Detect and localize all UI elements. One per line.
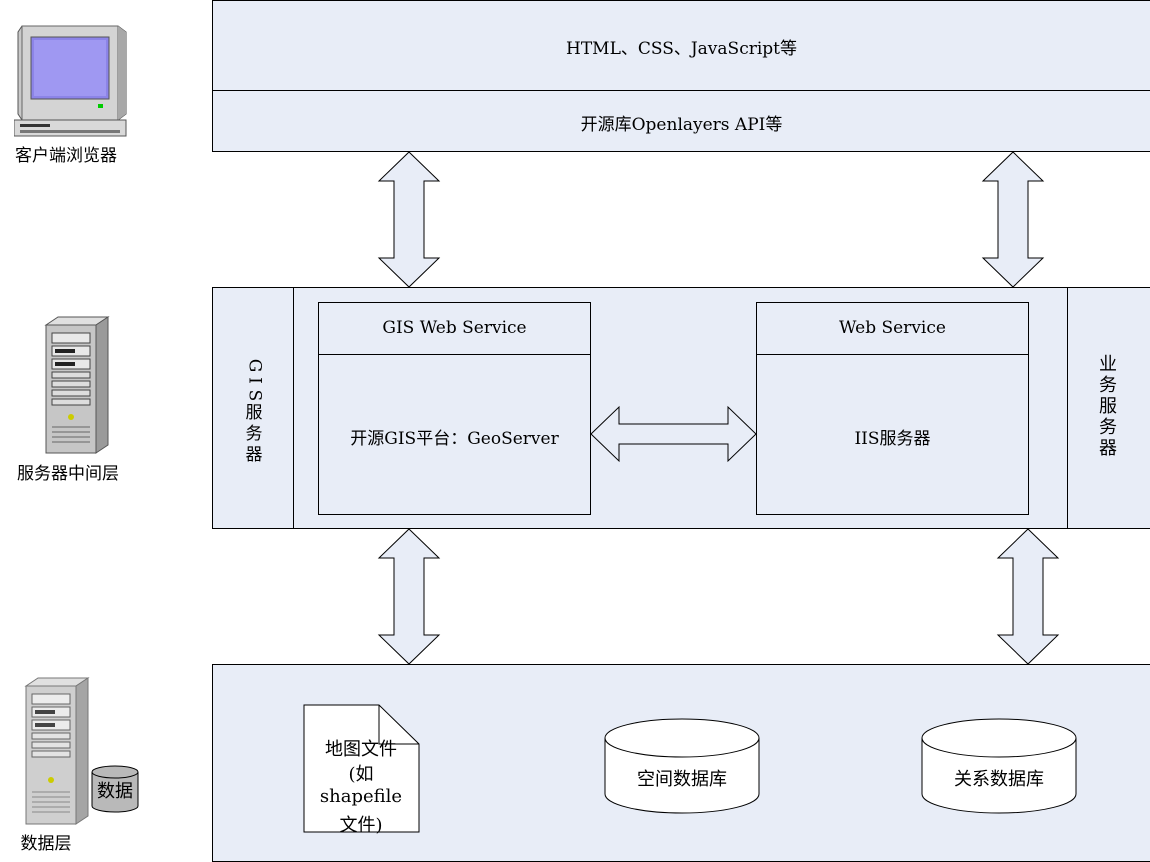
data-tier-label: 数据层 xyxy=(20,834,72,854)
computer-icon xyxy=(14,25,127,137)
map-file-line-1: 地图文件 xyxy=(325,739,397,760)
client-tier-divider xyxy=(212,90,1150,91)
server-right-divider xyxy=(1067,287,1068,529)
arrow-client-business xyxy=(981,151,1045,288)
map-file-line-4: 文件) xyxy=(339,815,383,836)
client-tier-box xyxy=(212,0,1150,152)
gis-web-service-box xyxy=(318,302,591,515)
relational-database-label: 关系数据库 xyxy=(954,769,1044,790)
arrow-gis-data xyxy=(377,528,441,665)
client-row-openlayers: 开源库Openlayers API等 xyxy=(580,115,783,135)
relational-database-icon xyxy=(921,718,1077,814)
arrow-gis-web xyxy=(590,405,757,463)
data-server-icon xyxy=(24,677,90,825)
web-service-title: Web Service xyxy=(839,318,946,338)
business-server-side-label: 业 务 服 务 器 xyxy=(1099,354,1117,459)
server-tier-label: 服务器中间层 xyxy=(17,464,119,484)
web-box-divider xyxy=(756,354,1029,355)
map-file-icon xyxy=(303,704,420,833)
server-left-divider xyxy=(293,287,294,529)
map-file-line-2: (如 xyxy=(348,764,374,785)
gis-server-side-label: G I S 服 务 器 xyxy=(244,358,265,465)
client-row-web-tech: HTML、CSS、JavaScript等 xyxy=(566,39,797,59)
arrow-client-gis xyxy=(377,151,441,288)
spatial-database-label: 空间数据库 xyxy=(637,769,727,790)
spatial-database-icon xyxy=(604,718,760,814)
gis-platform-text: 开源GIS平台：GeoServer xyxy=(350,429,559,449)
gis-web-service-title: GIS Web Service xyxy=(382,318,527,338)
arrow-business-data xyxy=(996,528,1060,665)
client-tier-label: 客户端浏览器 xyxy=(15,146,117,166)
iis-server-text: IIS服务器 xyxy=(854,429,931,449)
map-file-line-3: shapefile xyxy=(319,786,403,807)
web-service-box xyxy=(756,302,1029,515)
gis-box-divider xyxy=(318,354,591,355)
database-icon-label: 数据 xyxy=(97,781,133,802)
server-icon xyxy=(44,316,110,454)
database-icon xyxy=(91,765,139,813)
